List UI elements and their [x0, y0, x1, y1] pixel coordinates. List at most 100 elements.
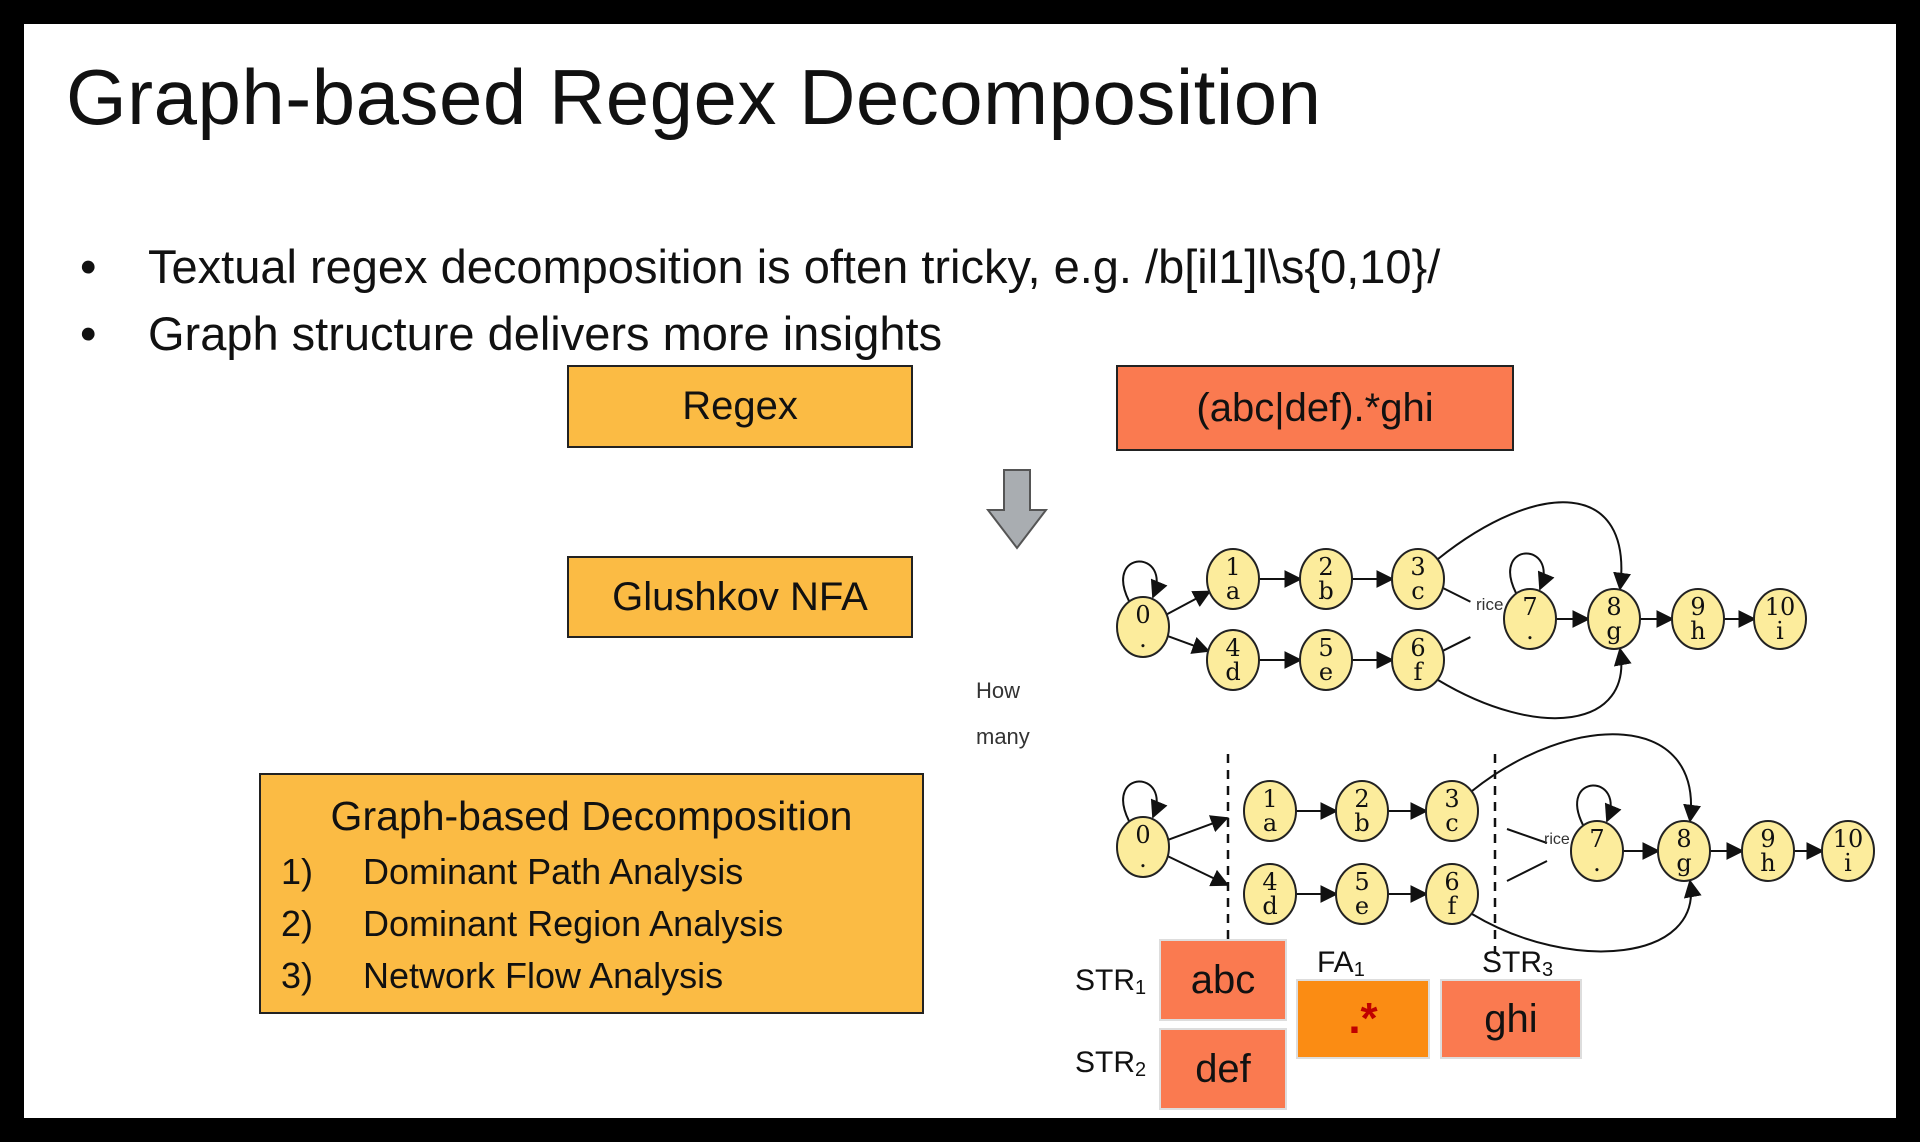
state-symbol: d — [1225, 658, 1240, 686]
state-id: 8 — [1606, 593, 1621, 621]
nfa-state: 4d — [1206, 629, 1260, 691]
nfa-transition — [1441, 586, 1471, 603]
state-id: 9 — [1690, 593, 1705, 621]
nfa-transition — [1166, 855, 1230, 887]
state-symbol: . — [1526, 617, 1534, 645]
nfa-state: 8g — [1657, 820, 1711, 882]
state-id: 7 — [1522, 593, 1537, 621]
bullet-dot: • — [80, 307, 97, 360]
str1-value: abc — [1190, 957, 1256, 1002]
state-symbol: g — [1676, 849, 1691, 877]
nfa-transition — [1167, 815, 1229, 841]
decomposition-step: 2)Dominant Region Analysis — [281, 903, 783, 945]
rice-label: rice — [1476, 595, 1503, 614]
state-id: 9 — [1760, 825, 1775, 853]
nfa-state: 4d — [1243, 863, 1297, 925]
regex-box: Regex — [567, 365, 913, 448]
state-symbol: e — [1319, 658, 1333, 686]
nfa-transition — [1167, 635, 1211, 654]
state-symbol: . — [1139, 845, 1147, 873]
str2-box: def — [1159, 1028, 1287, 1110]
nfa-state: 2b — [1335, 780, 1389, 842]
state-symbol: i — [1844, 849, 1852, 877]
fa1-box: .* — [1296, 979, 1430, 1059]
nfa-state: 1a — [1206, 548, 1260, 610]
state-id: 1 — [1262, 785, 1277, 813]
state-id: 10 — [1833, 825, 1864, 853]
state-symbol: b — [1354, 809, 1369, 837]
state-symbol: g — [1606, 617, 1621, 645]
nfa-state: 5e — [1335, 863, 1389, 925]
str1-label: STR1 — [1075, 964, 1147, 999]
bullet-item: • Graph structure delivers more insights — [80, 306, 942, 361]
state-id: 6 — [1444, 868, 1459, 896]
nfa-label: Glushkov NFA — [612, 574, 868, 619]
state-symbol: b — [1318, 577, 1333, 605]
self-loop-transition — [1122, 560, 1168, 602]
nfa-transition — [1506, 860, 1548, 882]
bullet-text: Textual regex decomposition is often tri… — [148, 240, 1441, 293]
many-annotation: many — [976, 724, 1030, 749]
state-id: 10 — [1765, 593, 1796, 621]
nfa-state: 9h — [1741, 820, 1795, 882]
state-id: 5 — [1354, 868, 1369, 896]
self-loop-transition — [1576, 784, 1622, 826]
glushkov-nfa-box: Glushkov NFA — [567, 556, 913, 638]
nfa-state: 3c — [1425, 780, 1479, 842]
str3-label: STR3 — [1482, 946, 1554, 981]
state-symbol: f — [1414, 658, 1425, 686]
state-id: 2 — [1318, 553, 1333, 581]
state-id: 3 — [1444, 785, 1459, 813]
state-id: 1 — [1225, 553, 1240, 581]
state-symbol: e — [1355, 892, 1369, 920]
nfa-transition — [1506, 828, 1548, 844]
nfa-state: 0. — [1116, 816, 1170, 878]
regex-label: Regex — [682, 384, 798, 428]
nfa-state: 10i — [1753, 588, 1807, 650]
state-id: 8 — [1676, 825, 1691, 853]
nfa-state: 10i — [1821, 820, 1875, 882]
nfa-transition — [1471, 879, 1702, 953]
bullet-item: •Textual regex decomposition is often tr… — [80, 239, 1440, 294]
state-symbol: a — [1263, 809, 1277, 837]
state-symbol: . — [1139, 625, 1147, 653]
state-id: 2 — [1354, 785, 1369, 813]
fa1-label: FA1 — [1317, 946, 1365, 981]
step-text: Dominant Path Analysis — [363, 851, 744, 892]
nfa-state: 8g — [1587, 588, 1641, 650]
nfa-transition — [1437, 501, 1631, 591]
nfa-state: 7. — [1503, 588, 1557, 650]
str1-box: abc — [1159, 939, 1287, 1021]
self-loop-transition — [1509, 552, 1555, 594]
bullet-text: Graph structure delivers more insights — [148, 307, 943, 360]
state-symbol: f — [1448, 892, 1459, 920]
nfa-state: 2b — [1299, 548, 1353, 610]
str3-value: ghi — [1484, 996, 1538, 1041]
down-arrow-icon — [985, 469, 1049, 550]
decomposition-step: 1) Dominant Path Analysis — [281, 851, 743, 893]
step-number: 2) — [281, 903, 314, 944]
state-symbol: . — [1593, 849, 1601, 877]
step-text: Network Flow Analysis — [363, 955, 724, 996]
str2-label: STR2 — [1075, 1046, 1147, 1081]
step-number: 1) — [281, 851, 314, 892]
nfa-state: 3c — [1391, 548, 1445, 610]
slide-title: Graph-based Regex Decomposition — [66, 53, 1322, 141]
nfa-transition — [1471, 733, 1701, 823]
how-annotation: How — [976, 678, 1021, 703]
state-symbol: d — [1262, 892, 1277, 920]
nfa-state: 5e — [1299, 629, 1353, 691]
nfa-state: 9h — [1671, 588, 1725, 650]
decomposition-step: 3)Network Flow Analysis — [281, 955, 723, 997]
state-id: 0 — [1135, 601, 1150, 629]
state-symbol: c — [1445, 809, 1458, 837]
nfa-transition — [1165, 590, 1212, 616]
graph-decomposition-box: Graph-based Decomposition 1)Dominant Pat… — [259, 773, 924, 1014]
state-symbol: c — [1411, 577, 1424, 605]
state-id: 4 — [1262, 868, 1277, 896]
nfa-state: 0. — [1116, 596, 1170, 658]
str2-value: def — [1195, 1046, 1251, 1091]
state-id: 5 — [1318, 634, 1333, 662]
rice-label: rice — [1544, 831, 1570, 848]
